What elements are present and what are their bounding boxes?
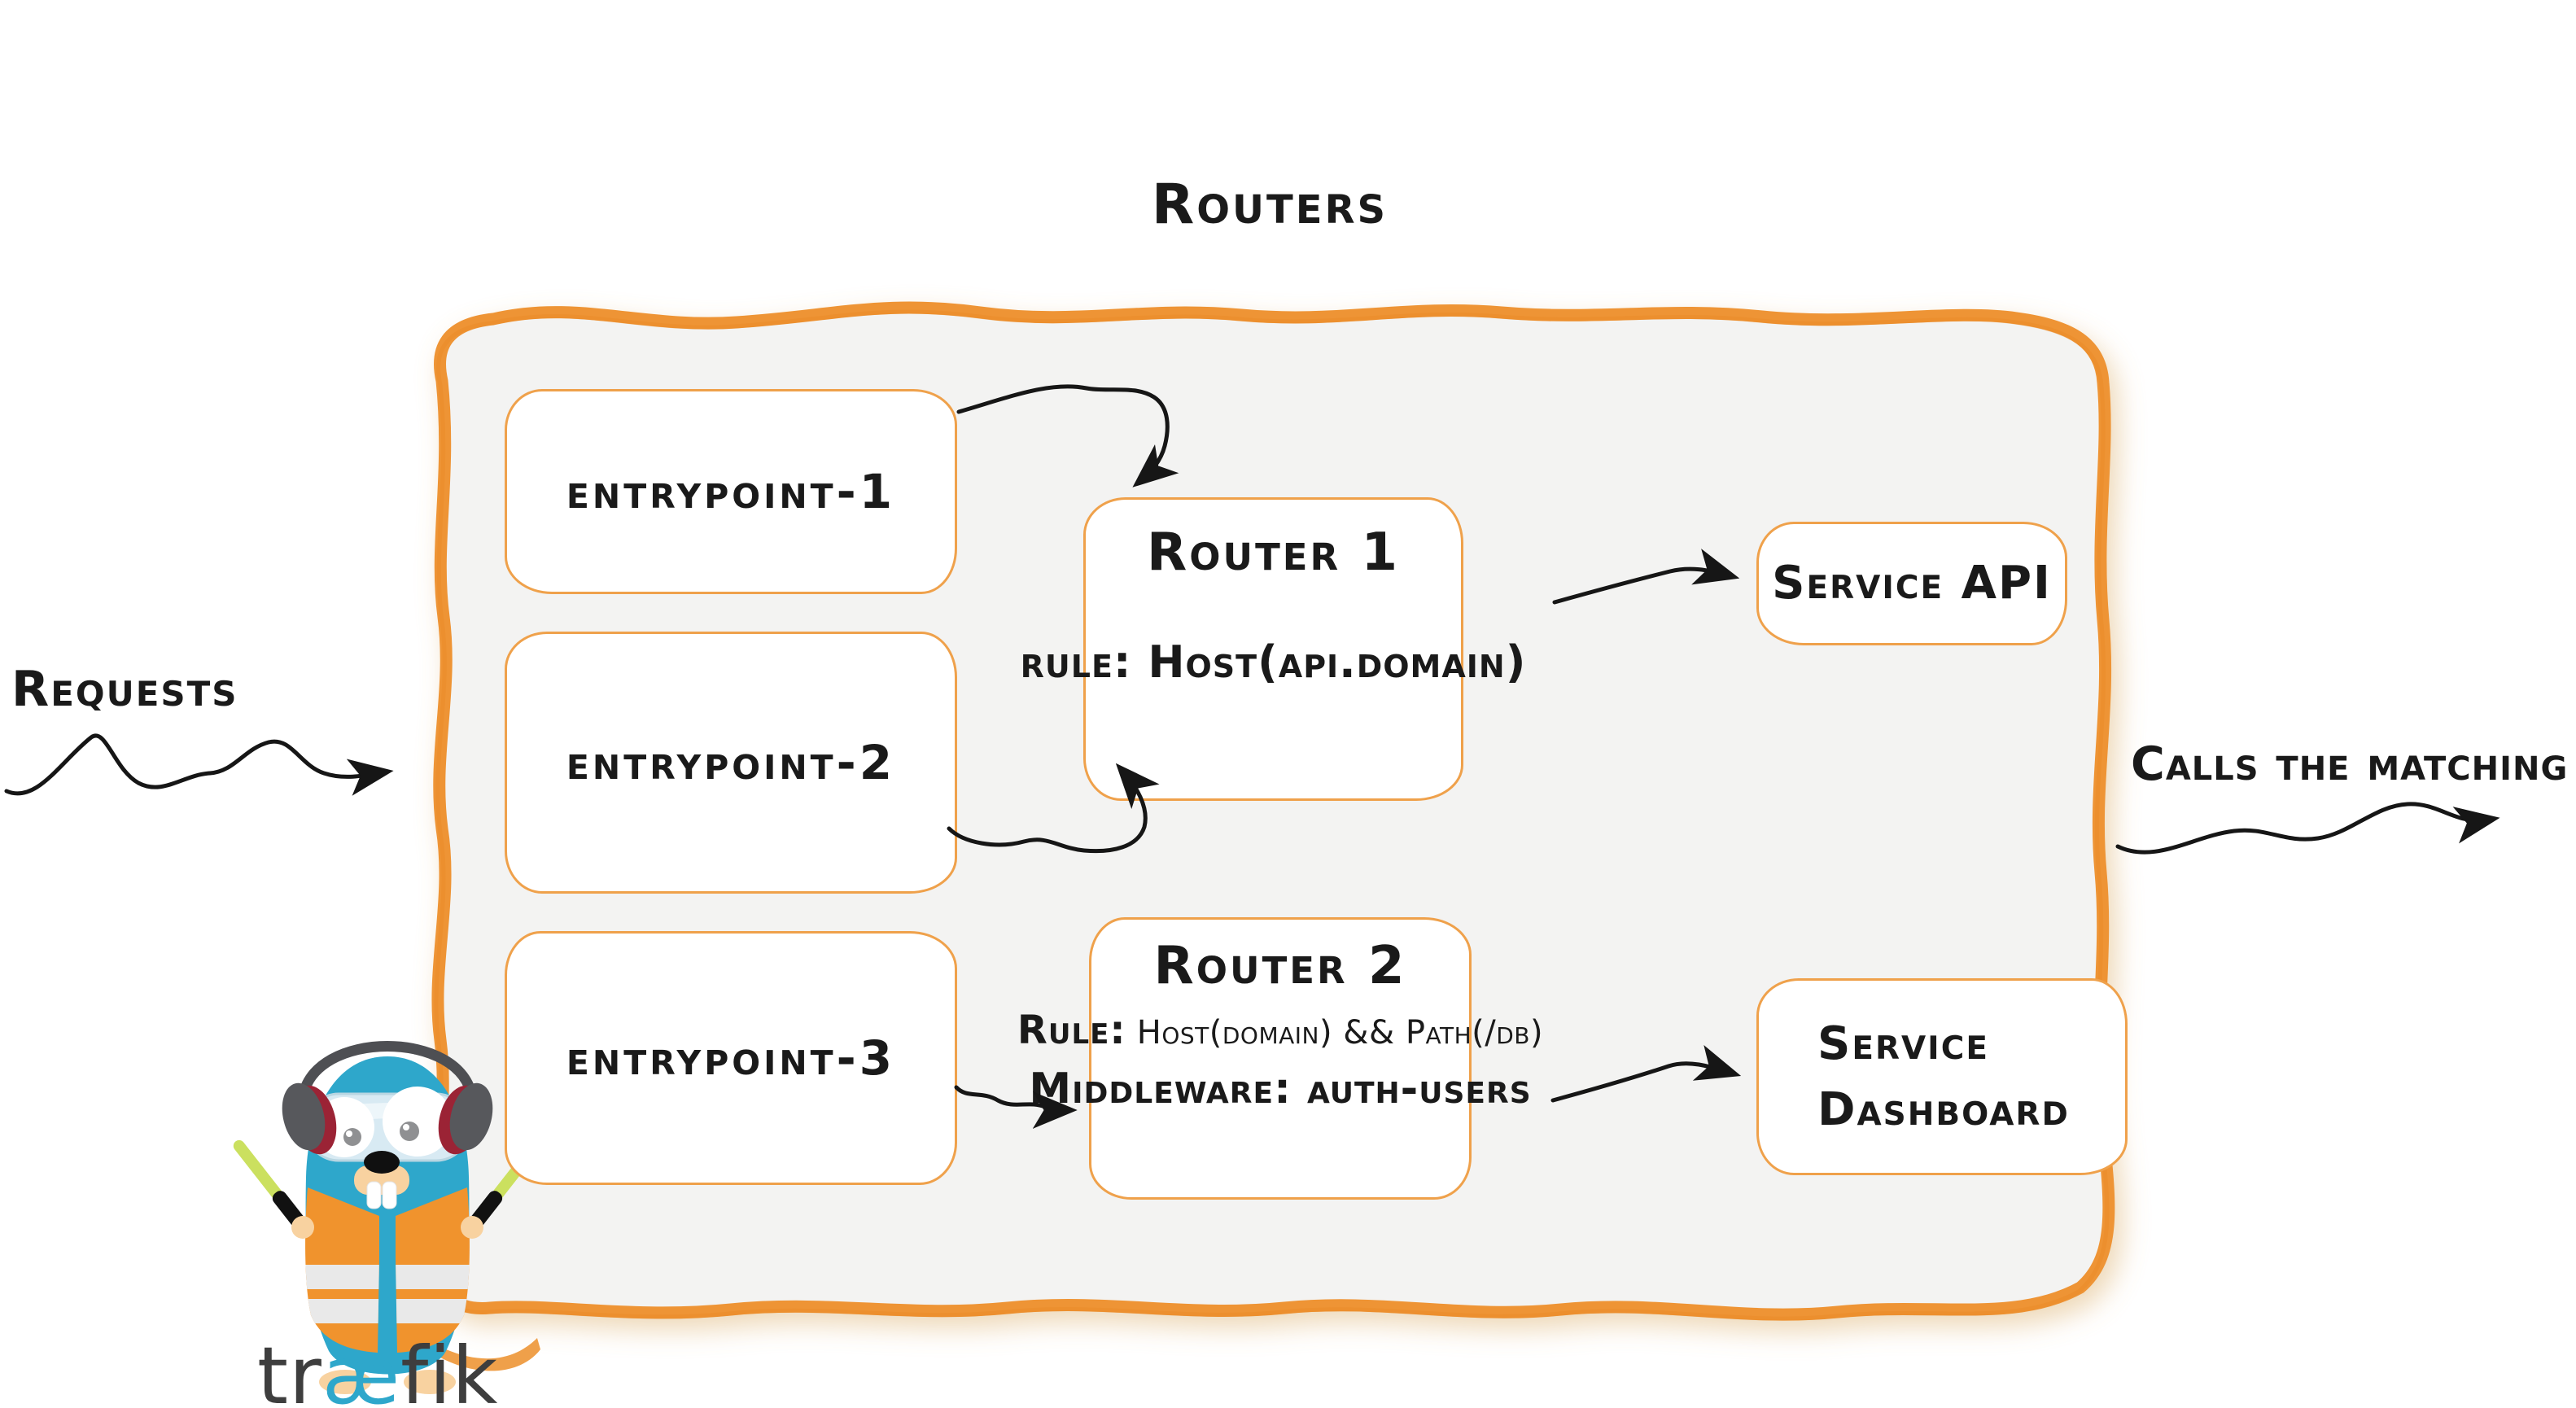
service-dashboard-box: Service Dashboard — [1756, 978, 2128, 1175]
router-2-title: Router 2 — [1153, 936, 1407, 996]
safety-vest — [305, 1187, 470, 1353]
router-1-title: Router 1 — [1147, 523, 1400, 583]
service-api-box: Service API — [1756, 522, 2067, 645]
service-dashboard-label-line2: Dashboard — [1817, 1083, 2070, 1136]
entrypoint-3-box: entrypoint-3 — [505, 931, 957, 1185]
service-dashboard-label-line1: Service — [1817, 1017, 1989, 1070]
entrypoint-2-label: entrypoint-2 — [566, 735, 896, 790]
traefik-gopher-logo — [233, 1041, 542, 1394]
requests-label: Requests — [11, 661, 238, 718]
entrypoint-1-label: entrypoint-1 — [566, 464, 896, 519]
router-2-middleware: Middleware: auth-users — [1029, 1065, 1532, 1113]
page-title: Routers — [1151, 173, 1389, 237]
service-api-label: Service API — [1772, 557, 2052, 610]
entrypoint-2-box: entrypoint-2 — [505, 632, 957, 894]
router-2-rule: Rule: Host(domain) && Path(/db) — [1017, 1008, 1544, 1053]
router-2-box: Router 2 Rule: Host(domain) && Path(/db)… — [1017, 917, 1543, 1200]
router-1-box: Router 1 rule: Host(api.domain) — [1021, 497, 1525, 801]
headphones-icon — [297, 1041, 478, 1104]
entrypoint-1-box: entrypoint-1 — [505, 389, 957, 594]
traefik-wordmark: træfik — [257, 1330, 499, 1408]
gopher-tail — [440, 1338, 540, 1371]
entrypoint-3-label: entrypoint-3 — [566, 1030, 896, 1086]
calls-matching-server-label: Calls the matching server — [2131, 737, 2576, 791]
router-1-rule: rule: Host(api.domain) — [1020, 636, 1527, 688]
